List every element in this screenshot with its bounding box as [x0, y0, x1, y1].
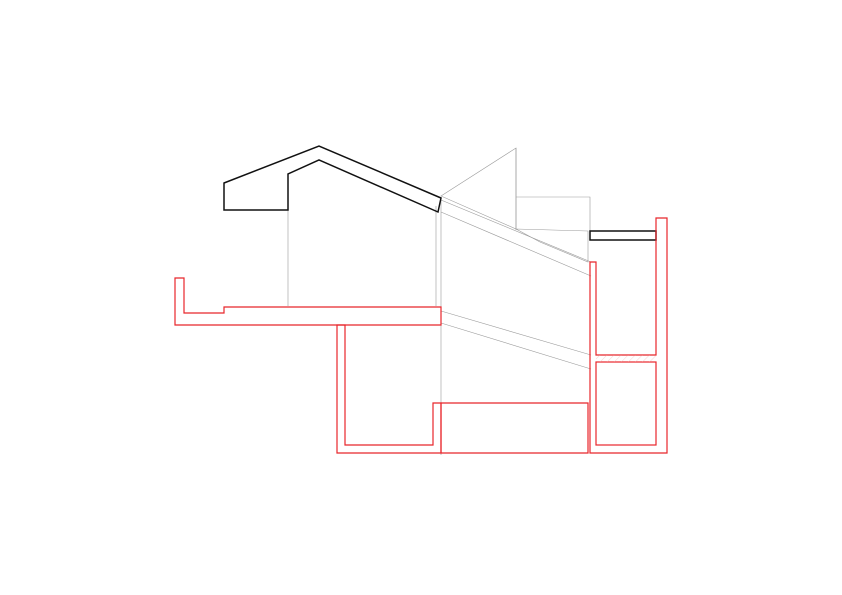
skylight-hatched-gable: [440, 147, 589, 263]
rear-canopy-slab: [589, 230, 657, 241]
rear-lower-room: [595, 361, 657, 446]
elevation-lines: [287, 196, 592, 455]
upper-slab-cut: [174, 277, 442, 326]
basement-wall-cut: [336, 324, 442, 454]
stair-line-upper: [440, 310, 592, 356]
roof-outline: [223, 145, 442, 214]
rear-tower-cut: [589, 217, 668, 454]
stair-line-lower: [440, 322, 592, 370]
roof-profile: [223, 145, 657, 241]
section-cut: [174, 217, 668, 454]
soffit-line-lower: [440, 211, 592, 277]
skylight-lower-hatch: [515, 228, 589, 263]
lower-floor-step: [440, 402, 589, 454]
soffit-line-upper: [440, 199, 592, 263]
rear-mid-slab: [596, 355, 656, 362]
rear-box-outline: [516, 196, 591, 231]
